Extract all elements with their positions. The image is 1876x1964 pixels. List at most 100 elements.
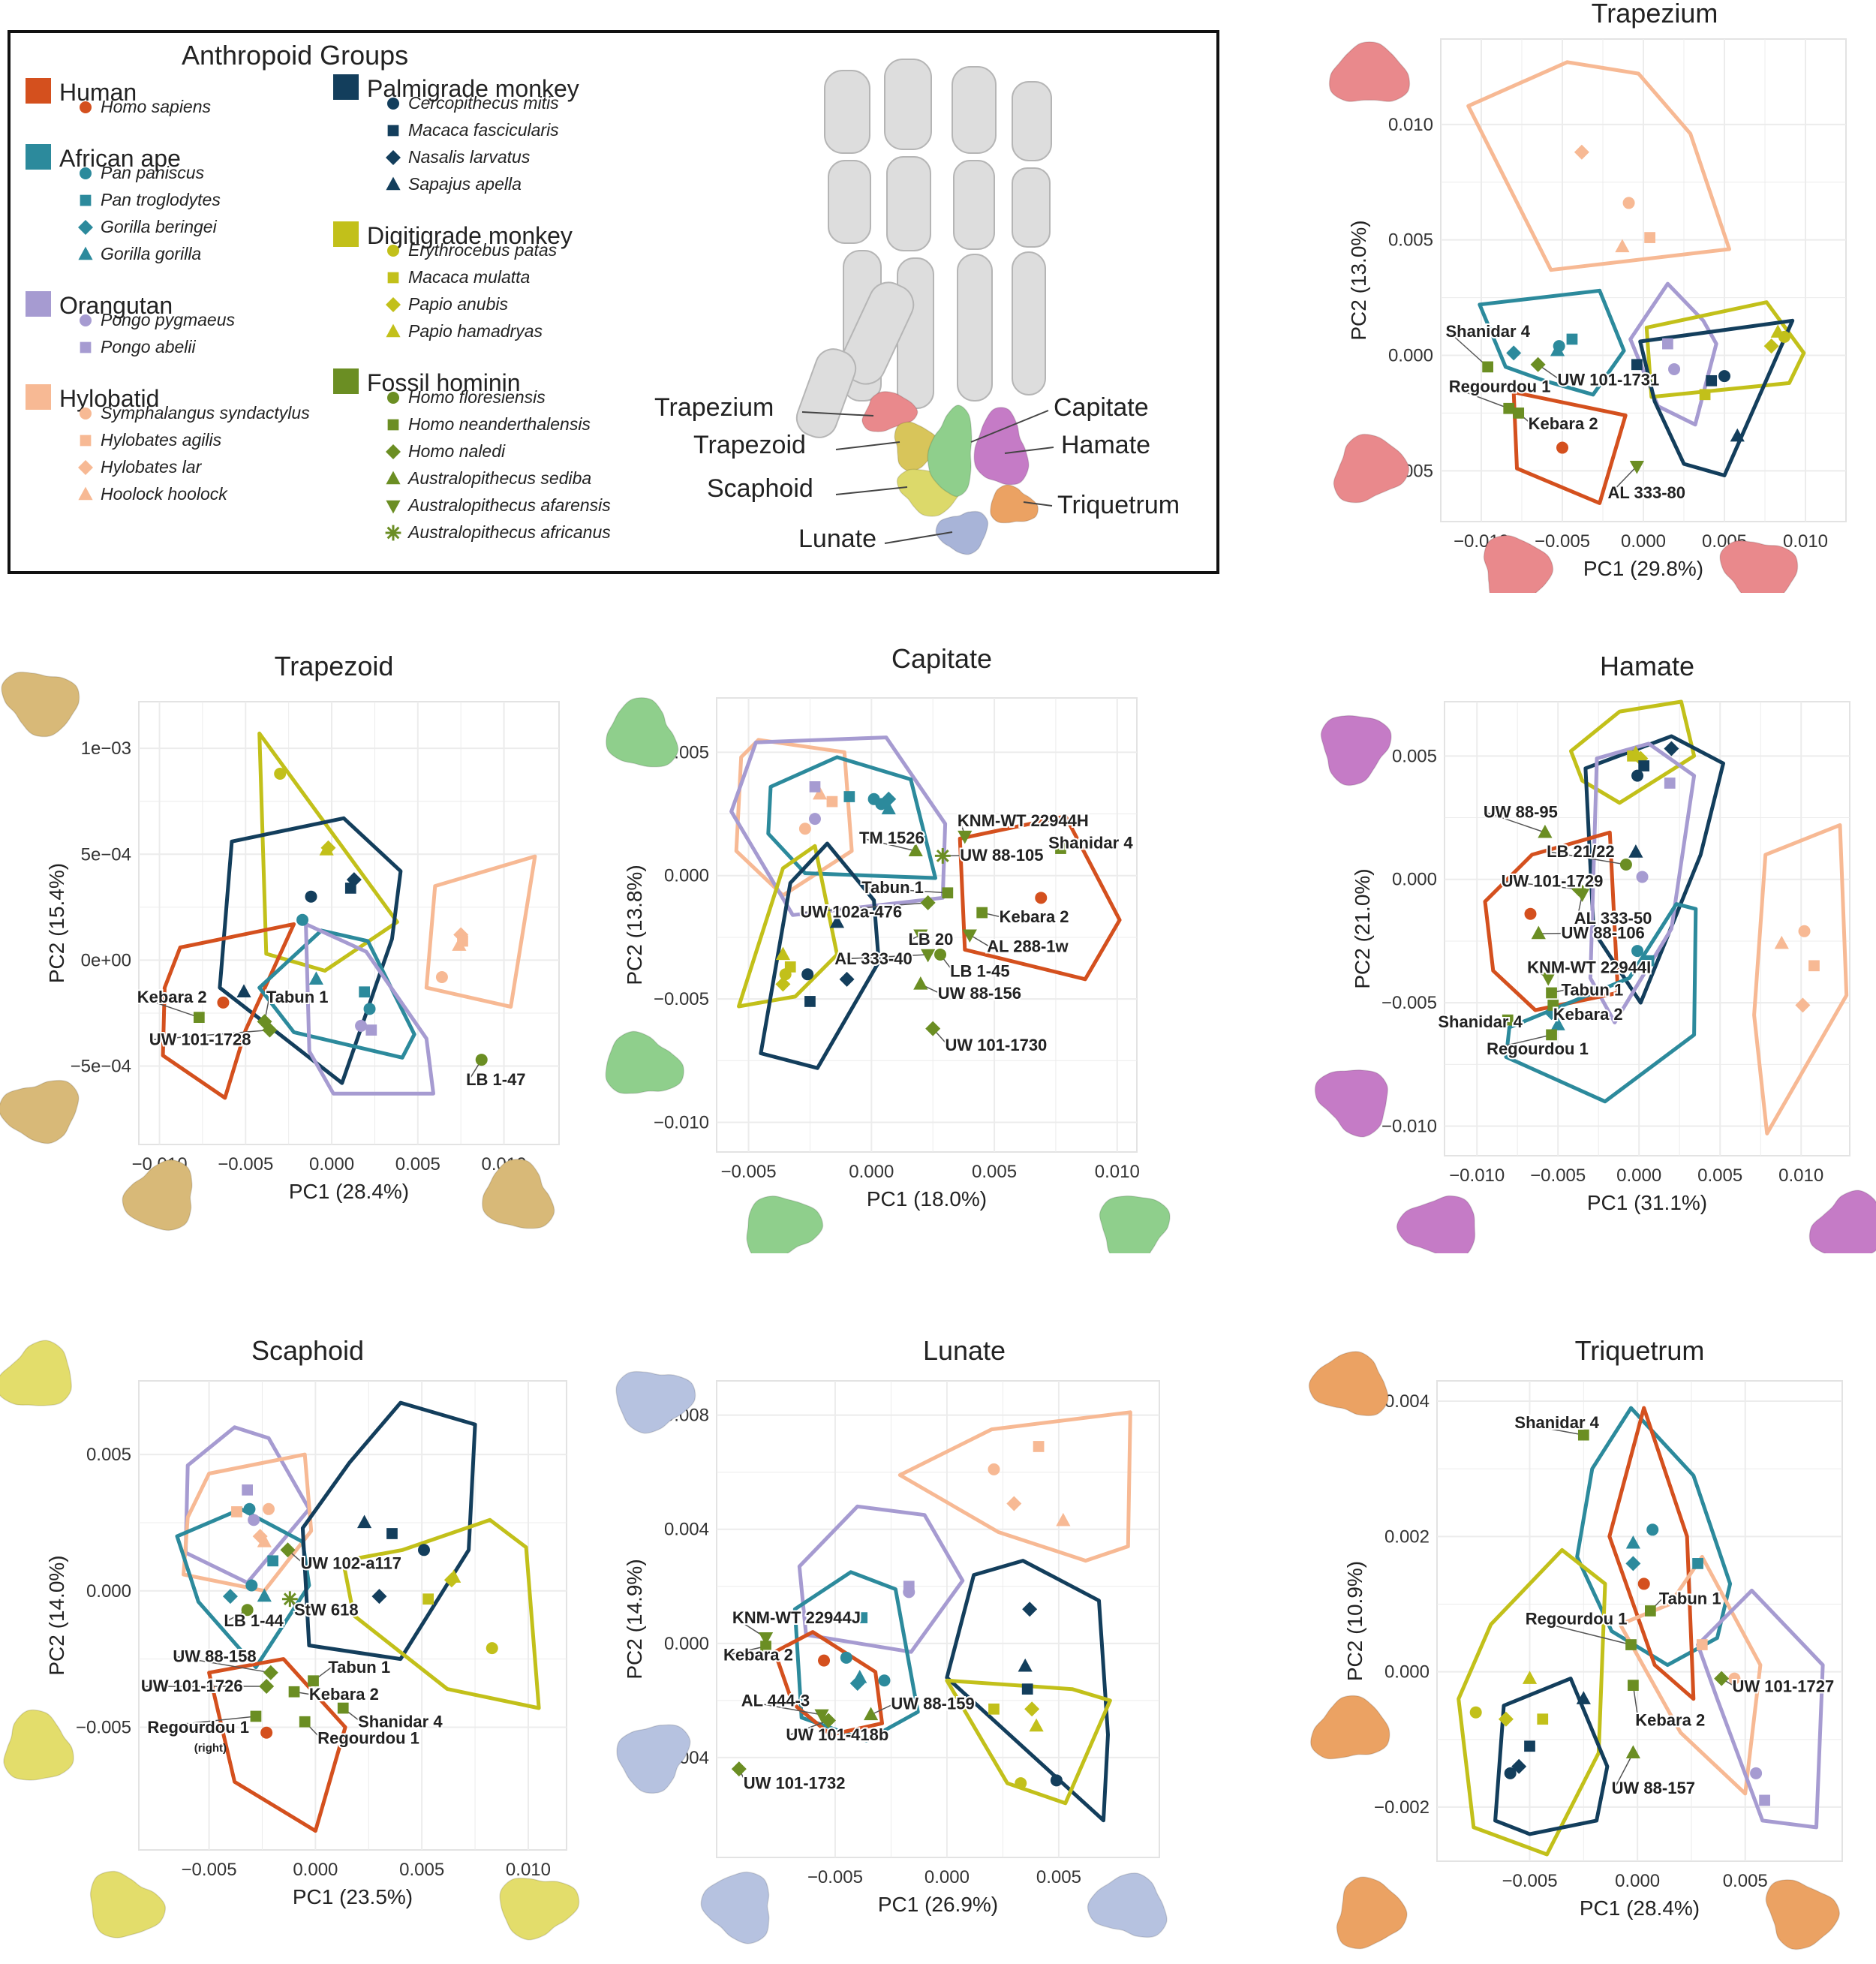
bone-shape-lunate-3 bbox=[1087, 1872, 1168, 1938]
hull-palm bbox=[300, 1400, 477, 1662]
fossil-label-lb-1-47: LB 1-47 bbox=[466, 1070, 525, 1089]
fossil-point-al-333-50 bbox=[1575, 889, 1590, 902]
point-ape-circle bbox=[840, 1651, 852, 1664]
legend-marker bbox=[80, 101, 92, 113]
point-palm-circle bbox=[801, 968, 814, 981]
legend-marker bbox=[387, 125, 399, 137]
fossil-label-kebara-2: Kebara 2 bbox=[1529, 414, 1598, 433]
point-hylo-diamond bbox=[1006, 1496, 1022, 1511]
legend-marker bbox=[387, 98, 399, 110]
point-ape-circle bbox=[1631, 945, 1644, 958]
legend-group-digi: Digitigrade monkey bbox=[367, 222, 573, 249]
fossil-point-kebara-2 bbox=[1513, 408, 1525, 419]
hull-digi bbox=[737, 844, 839, 1009]
legend-species: Australopithecus afarensis bbox=[407, 495, 611, 515]
point-ape-diamond bbox=[881, 791, 897, 807]
legend-marker bbox=[386, 323, 401, 338]
point-palm-diamond bbox=[1511, 1758, 1527, 1774]
legend-swatch-palm bbox=[333, 74, 359, 100]
data-points bbox=[775, 781, 1048, 1007]
hull-human bbox=[1511, 390, 1628, 505]
legend-swatch-digi bbox=[333, 221, 359, 247]
fossil-point-al-444-3 bbox=[814, 1709, 829, 1723]
data-points bbox=[1506, 144, 1790, 454]
point-ape-triangle bbox=[1550, 1017, 1565, 1030]
point-human-circle bbox=[1637, 1578, 1650, 1590]
data-points bbox=[217, 767, 469, 1036]
point-human-circle bbox=[260, 1726, 273, 1739]
point-orang-circle bbox=[903, 1586, 915, 1599]
point-ape-square bbox=[359, 986, 371, 998]
point-palm-triangle bbox=[1018, 1658, 1033, 1672]
bone-label-triquetrum: Triquetrum bbox=[1057, 491, 1180, 519]
hull-ape bbox=[1504, 902, 1698, 1104]
point-digi-circle bbox=[1469, 1706, 1482, 1719]
bone-shape-trapezoid-1 bbox=[0, 1079, 80, 1144]
bone-shape-triquetrum-1 bbox=[1310, 1695, 1390, 1760]
point-palm-triangle bbox=[236, 984, 251, 997]
bone-label-lunate: Lunate bbox=[798, 525, 876, 553]
point-human-circle bbox=[1035, 892, 1048, 904]
legend-marker bbox=[386, 297, 401, 312]
hull-palm bbox=[1638, 318, 1795, 477]
x-tick-label: 0.000 bbox=[1616, 1165, 1661, 1186]
legend-swatch-hylo bbox=[26, 384, 51, 410]
bone-label-capitate: Capitate bbox=[1054, 393, 1149, 422]
y-tick-label: 0.005 bbox=[1388, 230, 1433, 251]
x-tick-label: 0.005 bbox=[1697, 1165, 1742, 1186]
legend-species: Cercopithecus mitis bbox=[408, 93, 559, 113]
legend-species: Pongo abelii bbox=[101, 337, 196, 356]
bone-shape-hamate-1 bbox=[1314, 1069, 1388, 1138]
point-palm-square bbox=[1706, 374, 1718, 386]
fossil-point-shanidar-4 bbox=[1055, 843, 1066, 854]
point-digi-circle bbox=[1015, 1777, 1027, 1790]
point-digi-triangle bbox=[319, 842, 334, 856]
x-tick-label: 0.000 bbox=[1621, 531, 1666, 552]
legend-marker bbox=[80, 194, 92, 206]
point-hylo-diamond bbox=[1795, 997, 1811, 1013]
chart-title: Capitate bbox=[891, 643, 992, 674]
plot-area bbox=[716, 1380, 1160, 1858]
legend-marker bbox=[386, 150, 401, 165]
legend-marker bbox=[386, 500, 401, 514]
y-axis-label: PC2 (13.8%) bbox=[623, 865, 646, 985]
bone-shape-trapezium-2 bbox=[1483, 534, 1554, 593]
fossil-label-kebara-2: Kebara 2 bbox=[1553, 1005, 1623, 1024]
point-digi-circle bbox=[274, 767, 287, 780]
convex-hulls bbox=[161, 731, 537, 1100]
point-digi-square bbox=[422, 1593, 434, 1605]
legend-title: Anthropoid Groups bbox=[182, 40, 408, 71]
gridlines bbox=[717, 1381, 1159, 1857]
y-tick-label: −0.010 bbox=[654, 1113, 709, 1133]
fossil-label-uw-101-1727: UW 101-1727 bbox=[1733, 1677, 1835, 1696]
legend-species: Nasalis larvatus bbox=[408, 147, 531, 167]
point-ape-diamond bbox=[222, 1589, 238, 1605]
fossil-label-tabun-1: Tabun 1 bbox=[861, 878, 924, 897]
legend-marker bbox=[80, 408, 92, 420]
fossil-label-uw-88-156: UW 88-156 bbox=[938, 984, 1021, 1003]
hull-human bbox=[161, 922, 296, 1100]
legend-group-ape: African ape bbox=[59, 145, 181, 172]
x-tick-label: −0.005 bbox=[1535, 531, 1590, 552]
hull-hylo bbox=[1618, 1554, 1763, 1796]
legend-marker bbox=[385, 525, 401, 541]
capitate-bone bbox=[927, 405, 973, 498]
fossil-point-uw-101-1726 bbox=[259, 1678, 275, 1694]
x-axis-label: PC1 (28.4%) bbox=[1580, 1896, 1700, 1920]
y-tick-label: −0.005 bbox=[76, 1717, 131, 1737]
point-palm-diamond bbox=[1022, 1602, 1038, 1617]
fossil-point-uw-101-1730 bbox=[925, 1021, 941, 1036]
point-hylo-triangle bbox=[257, 1533, 272, 1547]
legend-species: Gorilla gorilla bbox=[101, 244, 201, 263]
hull-hylo bbox=[734, 738, 854, 898]
legend-marker bbox=[80, 435, 92, 447]
legend-marker bbox=[78, 246, 93, 260]
legend-species: Gorilla beringei bbox=[101, 217, 218, 236]
bone-label-trapezium: Trapezium bbox=[654, 393, 774, 422]
fossil-label-knm-wt-22944i: KNM-WT 22944I bbox=[1527, 958, 1651, 977]
hull-palm bbox=[1493, 1677, 1610, 1836]
fossil-label-al-444-3: AL 444-3 bbox=[741, 1691, 810, 1710]
point-digi-square bbox=[784, 961, 796, 973]
point-hylo-triangle bbox=[812, 786, 828, 800]
gridlines bbox=[717, 698, 1137, 1152]
